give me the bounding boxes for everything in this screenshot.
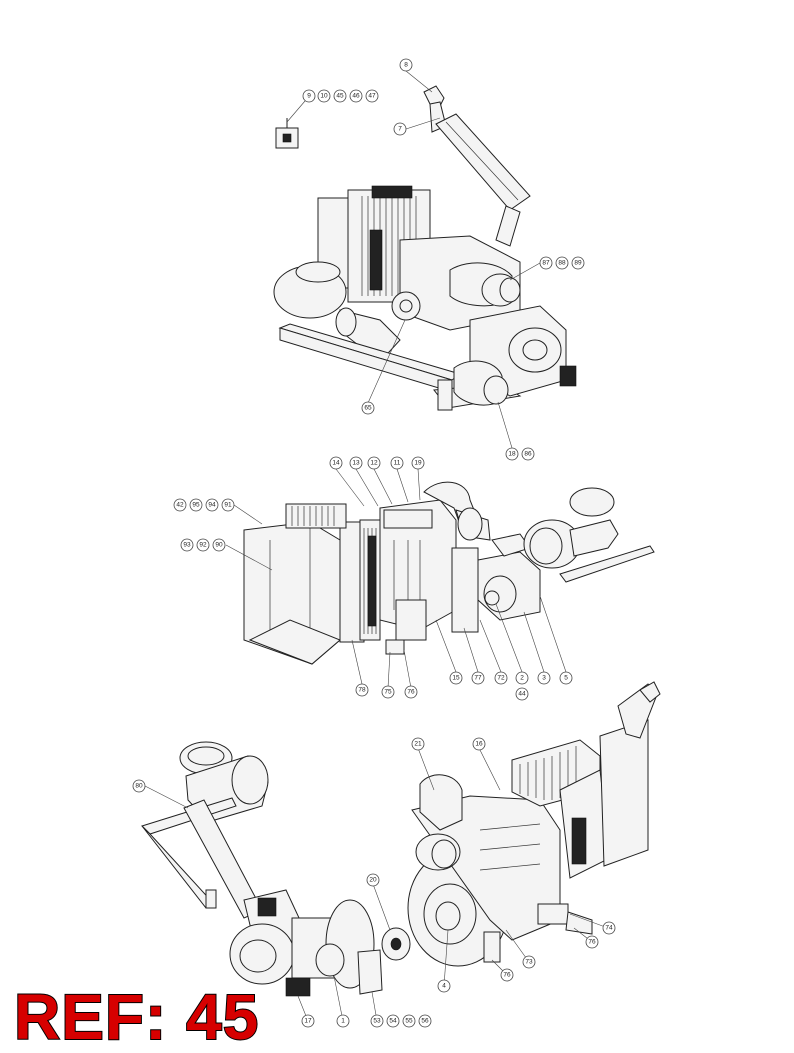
callout-56: 56 (421, 1018, 429, 1025)
callout-54: 54 (389, 1018, 397, 1025)
callout-17: 17 (304, 1018, 312, 1025)
callout-20: 20 (369, 877, 377, 884)
callout-90: 90 (215, 542, 223, 549)
top-assembly: 8 9 10 45 46 47 7 87 88 89 65 18 86 (273, 58, 585, 461)
callout-89: 89 (574, 260, 582, 267)
callout-65: 65 (364, 405, 372, 412)
callout-16: 16 (475, 741, 483, 748)
bracket-part (275, 118, 299, 149)
callout-88: 88 (558, 260, 566, 267)
callout-21: 21 (414, 741, 422, 748)
callout-76-bottom-a: 76 (588, 939, 596, 946)
middle-assembly: 14 13 12 11 19 42 95 94 91 93 92 90 78 7… (173, 456, 655, 701)
exhaust-elbow-middle (423, 481, 491, 541)
ref-label: REF: 45 (13, 981, 260, 1053)
engine-middle (379, 499, 457, 655)
callout-77: 77 (474, 675, 482, 682)
pump-top (453, 305, 577, 406)
impeller (381, 927, 411, 961)
callout-80: 80 (135, 783, 143, 790)
callout-53: 53 (373, 1018, 381, 1025)
callout-46: 46 (352, 93, 360, 100)
callout-11: 11 (394, 460, 401, 467)
callout-8: 8 (404, 62, 408, 69)
callout-92: 92 (199, 542, 207, 549)
callout-45: 45 (336, 93, 344, 100)
callout-86: 86 (524, 451, 532, 458)
callout-12: 12 (370, 460, 378, 467)
engine-bottom (407, 681, 661, 967)
callout-87: 87 (542, 260, 550, 267)
pump-bottom (229, 889, 383, 997)
callout-18: 18 (508, 451, 516, 458)
callout-94: 94 (208, 502, 216, 509)
callout-1: 1 (341, 1018, 345, 1025)
callout-55: 55 (405, 1018, 413, 1025)
support-post (451, 547, 479, 633)
callouts-bottom: 80 21 16 20 74 76 73 76 4 17 1 53 54 55 … (132, 737, 616, 1028)
callout-7: 7 (398, 126, 402, 133)
bottom-assembly: 80 21 16 20 74 76 73 76 4 17 1 53 54 55 … (132, 681, 661, 1028)
exhaust-pipe (423, 85, 531, 247)
callout-91: 91 (224, 502, 232, 509)
callout-15: 15 (452, 675, 460, 682)
callout-19: 19 (414, 460, 422, 467)
callout-72: 72 (497, 675, 505, 682)
callout-74: 74 (605, 925, 613, 932)
callout-10: 10 (320, 93, 328, 100)
top-engine (317, 185, 521, 331)
callout-9: 9 (307, 93, 311, 100)
callout-42: 42 (176, 502, 184, 509)
air-filter-bottom (141, 741, 269, 919)
radiator-middle (285, 503, 381, 643)
callouts-middle: 14 13 12 11 19 42 95 94 91 93 92 90 78 7… (173, 456, 573, 701)
enclosure-panel (243, 521, 341, 665)
callout-47: 47 (368, 93, 376, 100)
callout-14: 14 (332, 460, 340, 467)
callout-13: 13 (352, 460, 360, 467)
callout-5: 5 (564, 675, 568, 682)
callout-73: 73 (525, 959, 533, 966)
callouts-top: 8 9 10 45 46 47 7 87 88 89 65 18 86 (286, 58, 585, 461)
callout-44: 44 (518, 691, 526, 698)
callout-93: 93 (183, 542, 191, 549)
air-filter-top (273, 261, 401, 363)
callout-76-mid: 76 (407, 689, 415, 696)
callout-4: 4 (442, 983, 446, 990)
callout-3: 3 (542, 675, 546, 682)
callout-76-bottom-b: 76 (503, 972, 511, 979)
callout-95: 95 (192, 502, 200, 509)
pump-middle (477, 487, 655, 621)
callout-75: 75 (384, 689, 392, 696)
callout-2: 2 (520, 675, 524, 682)
callout-78: 78 (358, 687, 366, 694)
